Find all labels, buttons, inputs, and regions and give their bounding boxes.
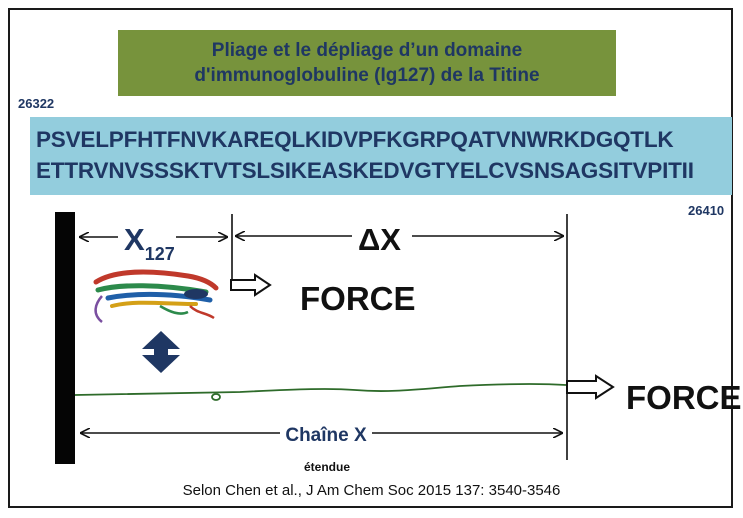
wall-bar <box>55 212 75 464</box>
folded-ig-domain-icon <box>93 269 219 323</box>
extended-force-label: FORCE <box>626 379 742 416</box>
delta-x-label: ΔX <box>358 222 401 257</box>
folding-double-arrow-icon <box>142 331 180 373</box>
folded-force-arrow-icon <box>230 273 272 297</box>
chain-label: Chaîne X <box>285 425 367 446</box>
chain-kink <box>211 393 221 401</box>
title-line-1: Pliage et le dépliage d’un domaine <box>211 40 523 61</box>
title-line-2: d'immunoglobuline (Ig127) de la Titine <box>194 65 540 86</box>
title-box: Pliage et le dépliage d’un domaine d'imm… <box>118 30 616 96</box>
sequence-line-1: PSVELPFHTFNVKAREQLKIDVPFKGRPQATVNWRKDGQT… <box>36 127 674 152</box>
sequence-box: PSVELPFHTFNVKAREQLKIDVPFKGRPQATVNWRKDGQT… <box>30 117 732 195</box>
residue-end-number: 26410 <box>688 203 725 218</box>
extended-force-arrow-icon <box>566 374 615 400</box>
residue-start-number: 26322 <box>18 96 55 111</box>
citation: Selon Chen et al., J Am Chem Soc 2015 13… <box>182 482 561 499</box>
sequence-line-2: ETTRVNVSSSKTVTSLSIKEASKEDVGTYELCVSNSAGSI… <box>36 158 694 183</box>
folded-force-label: FORCE <box>300 280 416 317</box>
x127-label: X127 <box>124 222 175 264</box>
extended-label: étendue <box>304 460 350 474</box>
extended-chain-line <box>74 383 567 396</box>
